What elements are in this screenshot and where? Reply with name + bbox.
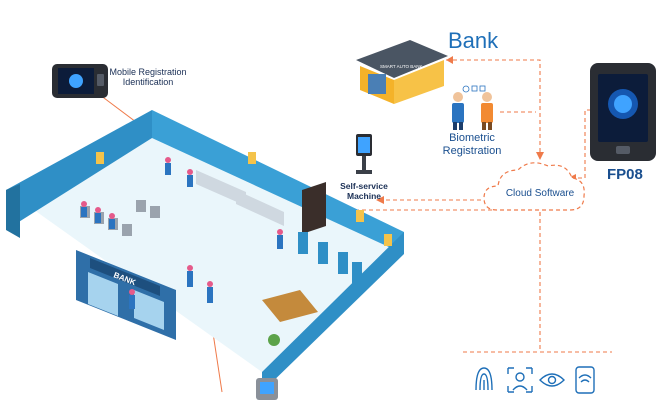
bank-entrance-sign-bg xyxy=(90,258,160,296)
arrow-to-cloud-top xyxy=(536,152,544,160)
self-line1: Self-service xyxy=(340,181,388,191)
entrance-glass-left xyxy=(88,272,118,316)
lounge-table xyxy=(262,290,318,322)
wall-light-2 xyxy=(248,152,256,164)
face-recognition-icon xyxy=(507,367,533,393)
hall-wall-right-edge xyxy=(262,232,404,392)
mobile-line1: Mobile Registration xyxy=(109,67,187,77)
kiosk-screen xyxy=(358,137,370,153)
bank-booth: SMART AUTO BANK xyxy=(356,40,448,104)
entrance-glass-right xyxy=(134,290,164,330)
self-service-label: Self-service Machine xyxy=(334,181,394,202)
fp08-fingerprint-core xyxy=(614,95,632,113)
hall-wall-left xyxy=(6,110,152,230)
connector-lines xyxy=(334,59,612,353)
cloud-outline xyxy=(483,162,585,211)
fp08-sensor xyxy=(616,146,630,154)
bank-to-cloud-line xyxy=(446,59,541,160)
booth-side xyxy=(394,60,444,104)
atm-machines xyxy=(298,232,362,284)
person-orange-head xyxy=(482,92,492,102)
biometric-icons xyxy=(475,366,595,394)
nfc-card-icon xyxy=(575,366,595,394)
fingerprint-icon xyxy=(475,367,493,391)
bottom-device-screen xyxy=(260,382,274,394)
mobile-registration-label: Mobile Registration Identification xyxy=(100,67,196,88)
fp08-device xyxy=(590,63,656,161)
info-board xyxy=(302,182,326,234)
biometric-registration-label: Biometric Registration xyxy=(434,132,510,157)
arrow-to-self-service xyxy=(376,196,384,204)
person-blue-leg2 xyxy=(459,122,463,130)
mobile-device xyxy=(52,64,108,98)
wall-light-4 xyxy=(384,234,392,246)
self-service-kiosk xyxy=(356,134,372,174)
fp08-label: FP08 xyxy=(607,166,643,183)
wall-light-1 xyxy=(96,152,104,164)
biometric-line2: Registration xyxy=(442,144,502,157)
booth-sign: SMART AUTO BANK xyxy=(380,64,423,69)
plant xyxy=(268,334,280,346)
mini-face-icon xyxy=(471,85,478,92)
person-orange-leg2 xyxy=(488,122,492,130)
person-blue-body xyxy=(452,103,464,123)
mini-fingerprint-icon xyxy=(462,85,470,93)
hall-wall-back xyxy=(152,110,404,254)
bank-label: Bank xyxy=(448,28,499,53)
bank-hall: BANK xyxy=(6,110,404,392)
wall-light-3 xyxy=(356,210,364,222)
service-counters xyxy=(196,170,284,226)
iris-scan-icon xyxy=(539,373,565,387)
person-blue-head xyxy=(453,92,463,102)
kiosk-stand xyxy=(362,156,366,170)
booth-roof xyxy=(356,40,448,78)
customers xyxy=(81,157,283,295)
biometric-line1: Biometric xyxy=(449,132,495,144)
mobile-sensor xyxy=(97,74,104,86)
arrow-to-bank xyxy=(446,56,453,64)
kiosk-base xyxy=(356,170,372,174)
person-blue-leg xyxy=(453,122,457,130)
bottom-device xyxy=(256,378,278,400)
mini-card-icon xyxy=(479,85,486,92)
self-line2: Machine xyxy=(346,190,381,201)
person-orange-leg xyxy=(482,122,486,130)
biometric-people xyxy=(452,85,493,130)
hall-wall-corner xyxy=(6,184,20,238)
person-orange-body xyxy=(481,103,493,123)
mobile-fingerprint-icon xyxy=(69,74,83,88)
mobile-line2: Identification xyxy=(122,77,174,88)
customer-bodies xyxy=(81,163,283,309)
cloud-software-label: Cloud Software xyxy=(505,188,575,199)
booth-window xyxy=(368,74,386,94)
cloud-shape xyxy=(483,162,585,211)
